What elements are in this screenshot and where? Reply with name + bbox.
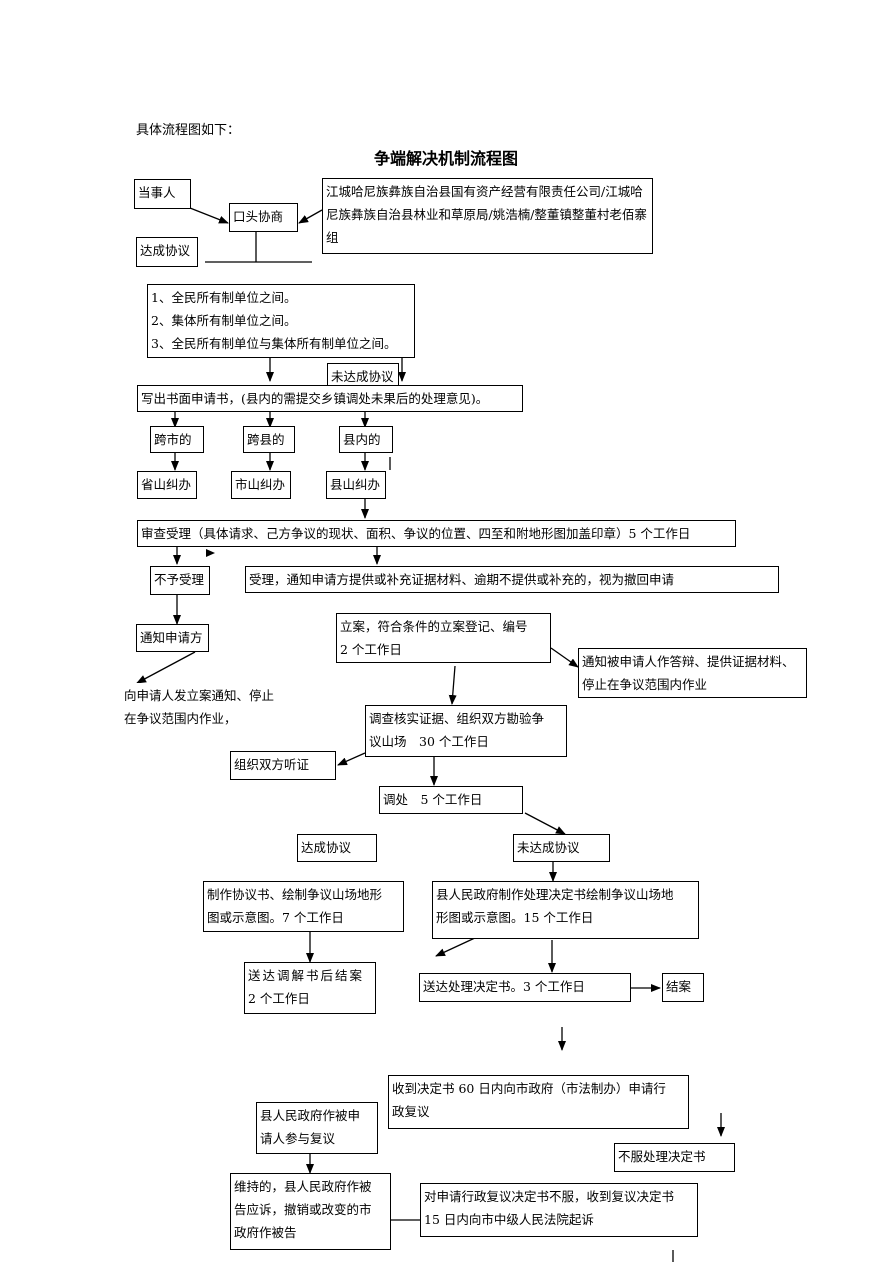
node-cross-county: 跨县的 — [243, 426, 295, 453]
node-deliver-mediation: 送达调解书后结案 2 个工作日 — [244, 962, 376, 1014]
county-respondent-line-1: 县人民政府作被申 — [260, 1108, 361, 1123]
admin-review-line-2: 政复议 — [392, 1104, 430, 1119]
county-respondent-line-2: 请人参与复议 — [260, 1131, 336, 1146]
upheld-line-2: 告应诉，撤销或改变的市 — [234, 1202, 372, 1217]
unit-type-1: 1、全民所有制单位之间。 — [151, 290, 297, 305]
notify-respondent-line-1: 通知被申请人作答辩、提供证据材料、 — [582, 654, 795, 669]
node-written-application: 写出书面申请书，(县内的需提交乡镇调处未果后的处理意见)。 — [137, 385, 523, 412]
node-investigation: 调查核实证据、组织双方勘验争 议山场 30 个工作日 — [365, 705, 567, 757]
deliver-mediation-line-1: 送达调解书后结案 — [248, 968, 365, 983]
node-county-respondent: 县人民政府作被申 请人参与复议 — [256, 1102, 378, 1154]
notify-filing-line-1: 向申请人发立案通知、停止 — [124, 688, 275, 703]
case-filing-line-2: 2 个工作日 — [340, 642, 402, 657]
investigation-line-2: 议山场 30 个工作日 — [369, 734, 489, 749]
node-review-acceptance: 审查受理（具体请求、己方争议的现状、面积、争议的位置、四至和附地形图加盖印章）5… — [137, 520, 736, 547]
unit-type-3: 3、全民所有制单位与集体所有制单位之间。 — [151, 336, 397, 351]
upheld-line-1: 维持的，县人民政府作被 — [234, 1179, 372, 1194]
node-case-filing: 立案，符合条件的立案登记、编号 2 个工作日 — [336, 613, 551, 663]
node-mediation: 调处 5 个工作日 — [379, 786, 523, 814]
node-disagree-decision: 不服处理决定书 — [614, 1143, 735, 1172]
notify-respondent-line-2: 停止在争议范围内作业 — [582, 677, 708, 692]
admin-review-line-1: 收到决定书 60 日内向市政府（市法制办）申请行 — [392, 1081, 666, 1096]
node-case-closed: 结案 — [662, 973, 704, 1002]
investigation-line-1: 调查核实证据、组织双方勘验争 — [369, 711, 545, 726]
node-agreement-1: 达成协议 — [136, 237, 198, 267]
node-hearing: 组织双方听证 — [230, 751, 336, 780]
node-parties: 江城哈尼族彝族自治县国有资产经营有限责任公司/江城哈尼族彝族自治县林业和草原局/… — [322, 178, 653, 254]
node-province-office: 省山纠办 — [137, 471, 197, 499]
unit-type-2: 2、集体所有制单位之间。 — [151, 313, 297, 328]
node-no-agreement-2: 未达成协议 — [513, 834, 610, 862]
node-admin-review: 收到决定书 60 日内向市政府（市法制办）申请行 政复议 — [388, 1075, 689, 1129]
node-notify-respondent: 通知被申请人作答辩、提供证据材料、 停止在争议范围内作业 — [578, 648, 807, 698]
node-county-office: 县山纠办 — [326, 471, 386, 499]
deliver-mediation-line-2: 2 个工作日 — [248, 991, 310, 1006]
node-rejected: 不予受理 — [150, 566, 210, 595]
node-verbal-negotiation: 口头协商 — [229, 203, 298, 232]
court-appeal-line-2: 15 日内向市中级人民法院起诉 — [424, 1212, 594, 1227]
node-notify-filing: 向申请人发立案通知、停止 在争议范围内作业， — [121, 683, 298, 735]
node-deliver-decision: 送达处理决定书。3 个工作日 — [419, 973, 631, 1002]
node-within-county: 县内的 — [339, 426, 393, 453]
upheld-line-3: 政府作被告 — [234, 1225, 297, 1240]
case-filing-line-1: 立案，符合条件的立案登记、编号 — [340, 619, 528, 634]
make-agreement-line-2: 图或示意图。7 个工作日 — [207, 910, 344, 925]
node-party: 当事人 — [134, 179, 191, 209]
notify-filing-line-2: 在争议范围内作业， — [124, 711, 237, 726]
intro-text: 具体流程图如下： — [136, 123, 241, 138]
node-cross-city: 跨市的 — [150, 426, 204, 453]
county-decision-line-2: 形图或示意图。15 个工作日 — [436, 910, 594, 925]
diagram-title: 争端解决机制流程图 — [373, 149, 518, 168]
node-court-appeal: 对申请行政复议决定书不服，收到复议决定书 15 日内向市中级人民法院起诉 — [420, 1183, 698, 1237]
make-agreement-line-1: 制作协议书、绘制争议山场地形 — [207, 887, 383, 902]
node-notify-applicant: 通知申请方 — [136, 624, 209, 652]
node-city-office: 市山纠办 — [231, 471, 291, 499]
court-appeal-line-1: 对申请行政复议决定书不服，收到复议决定书 — [424, 1189, 675, 1204]
county-decision-line-1: 县人民政府制作处理决定书绘制争议山场地 — [436, 887, 674, 902]
node-agreement-2: 达成协议 — [297, 834, 377, 862]
node-county-decision: 县人民政府制作处理决定书绘制争议山场地 形图或示意图。15 个工作日 — [432, 881, 699, 939]
node-make-agreement: 制作协议书、绘制争议山场地形 图或示意图。7 个工作日 — [203, 881, 404, 932]
node-upheld-defendant: 维持的，县人民政府作被 告应诉，撤销或改变的市 政府作被告 — [230, 1173, 391, 1250]
node-accepted: 受理，通知申请方提供或补充证据材料、逾期不提供或补充的，视为撤回申请 — [245, 566, 779, 593]
node-unit-types: 1、全民所有制单位之间。 2、集体所有制单位之间。 3、全民所有制单位与集体所有… — [147, 284, 415, 358]
